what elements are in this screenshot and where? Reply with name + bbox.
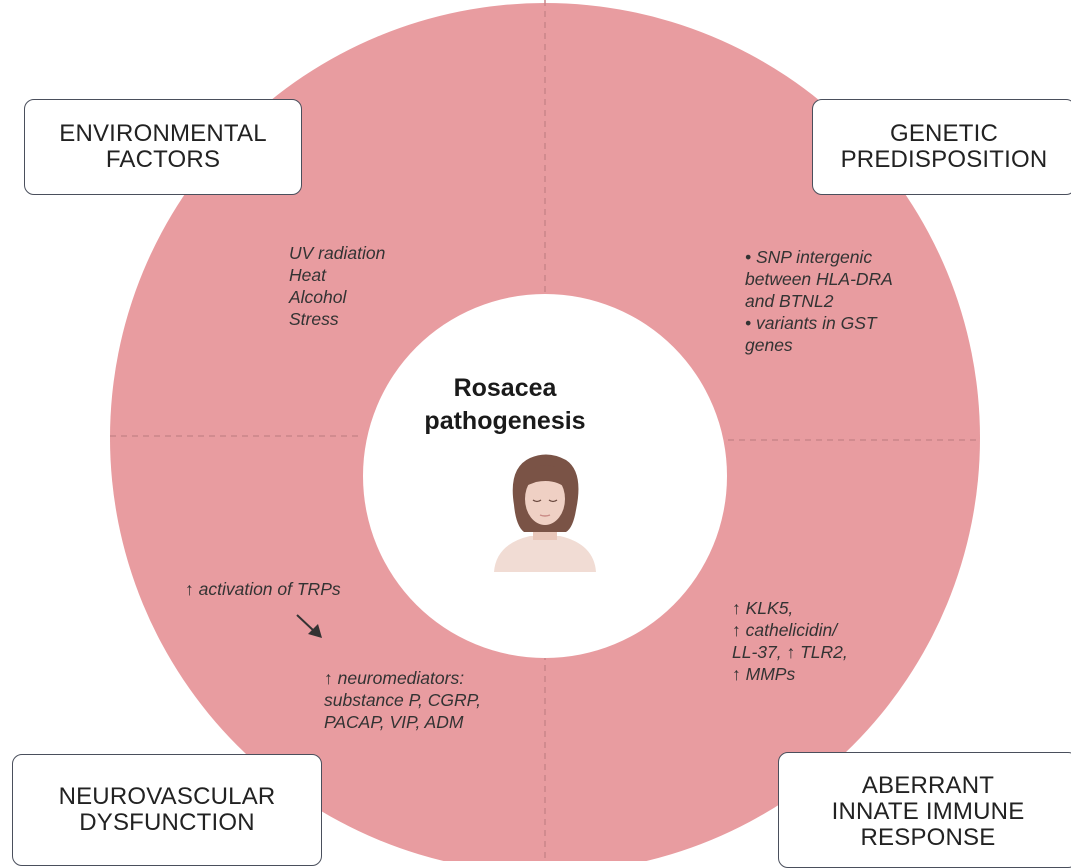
diagonal-arrow-icon xyxy=(296,614,322,638)
environmental-item: Stress xyxy=(289,309,339,329)
genetic-item: between HLA-DRA xyxy=(745,269,893,289)
genetic-item: • variants in GST xyxy=(745,313,877,333)
title-line-2: pathogenesis xyxy=(424,407,586,435)
environmental-item: Alcohol xyxy=(289,287,347,307)
genetic-item: and BTNL2 xyxy=(745,291,834,311)
immune-item: ↑ MMPs xyxy=(732,664,796,684)
genetic-items: • SNP intergenic between HLA-DRA and BTN… xyxy=(745,246,893,356)
environmental-item: Heat xyxy=(289,265,326,285)
immune-heading-line-1: ABERRANT xyxy=(861,772,995,799)
environmental-heading-line-2: FACTORS xyxy=(105,146,221,173)
genetic-predisposition-box: GENETIC PREDISPOSITION xyxy=(812,99,1071,195)
neurovascular-items: ↑ neuromediators: substance P, CGRP, PAC… xyxy=(324,667,481,733)
environmental-factors-box: ENVIRONMENTAL FACTORS xyxy=(24,99,302,195)
genetic-item: • SNP intergenic xyxy=(745,247,873,267)
aberrant-immune-response-box: ABERRANT INNATE IMMUNE RESPONSE xyxy=(778,752,1071,868)
neurovascular-item: ↑ neuromediators: xyxy=(324,668,465,688)
neurovascular-trigger: ↑ activation of TRPs xyxy=(185,578,341,600)
trp-activation-text: ↑ activation of TRPs xyxy=(185,579,341,599)
neurovascular-item: substance P, CGRP, xyxy=(324,690,481,710)
immune-items: ↑ KLK5, ↑ cathelicidin/ LL-37, ↑ TLR2, ↑… xyxy=(732,597,848,685)
immune-item: ↑ KLK5, xyxy=(732,598,794,618)
neurovascular-heading-line-1: NEUROVASCULAR xyxy=(58,783,276,810)
neurovascular-heading-line-2: DYSFUNCTION xyxy=(79,809,255,836)
immune-item: LL-37, ↑ TLR2, xyxy=(732,642,848,662)
person-face-icon xyxy=(494,454,596,572)
title-line-1: Rosacea xyxy=(453,374,557,402)
environmental-heading-line-1: ENVIRONMENTAL xyxy=(59,120,267,147)
genetic-heading-line-1: GENETIC xyxy=(889,120,999,147)
genetic-item: genes xyxy=(745,335,793,355)
immune-item: ↑ cathelicidin/ xyxy=(732,620,838,640)
environmental-items: UV radiation Heat Alcohol Stress xyxy=(289,242,385,330)
immune-heading-line-3: RESPONSE xyxy=(860,824,996,851)
environmental-item: UV radiation xyxy=(289,243,386,263)
diagram-title: Rosacea pathogenesis xyxy=(380,372,630,438)
neurovascular-dysfunction-box: NEUROVASCULAR DYSFUNCTION xyxy=(12,754,322,866)
genetic-heading-line-2: PREDISPOSITION xyxy=(840,146,1048,173)
immune-heading-line-2: INNATE IMMUNE xyxy=(831,798,1025,825)
neurovascular-item: PACAP, VIP, ADM xyxy=(324,712,464,732)
